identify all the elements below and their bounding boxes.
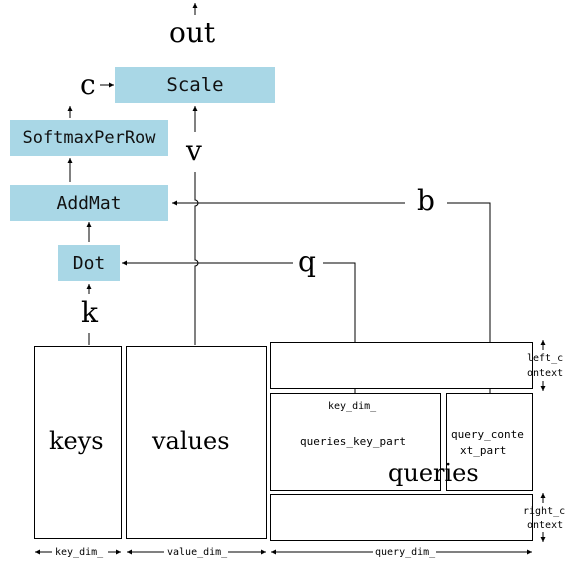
right-context-block: [270, 494, 533, 541]
values-to-scale-line: [194, 172, 199, 345]
c-label: c: [80, 68, 96, 101]
query-dim-label: query_dim_: [375, 547, 436, 558]
addmat-node: AddMat: [10, 185, 168, 221]
v-label: v: [186, 134, 202, 167]
softmax-node-label: SoftmaxPerRow: [22, 128, 156, 148]
b-label: b: [417, 184, 435, 217]
dot-node-label: Dot: [72, 252, 106, 274]
addmat-node-label: AddMat: [56, 192, 122, 214]
q-label: q: [298, 245, 316, 278]
values-label: values: [152, 427, 230, 455]
keys-label: keys: [49, 427, 104, 455]
softmax-per-row-node: SoftmaxPerRow: [10, 120, 168, 156]
right-context-label-1: right_c: [523, 506, 566, 517]
query-context-part-label-1: query_conte: [451, 428, 524, 441]
scale-node: Scale: [115, 67, 275, 103]
query-context-part-label-2: xt_part: [460, 444, 507, 457]
out-label: out: [169, 16, 216, 49]
key-dim-label: key_dim_: [55, 547, 104, 558]
left-context-label-2: ontext: [527, 368, 564, 379]
dot-node: Dot: [58, 245, 120, 281]
left-context-block: [270, 342, 533, 389]
query-context-part-block: [446, 393, 533, 491]
queries-key-part-block: [270, 393, 441, 491]
key-dim-inner-label: key_dim_: [328, 401, 377, 412]
right-context-label-2: ontext: [527, 520, 564, 531]
k-label: k: [81, 296, 98, 329]
left-context-label-1: left_c: [527, 353, 564, 364]
keys-block: [34, 346, 122, 539]
value-dim-label: value_dim_: [167, 547, 228, 558]
b-line: [447, 202, 491, 393]
queries-key-part-label: queries_key_part: [300, 435, 406, 448]
queries-label: queries: [388, 459, 479, 487]
scale-node-label: Scale: [166, 74, 224, 96]
values-block: [126, 346, 267, 539]
